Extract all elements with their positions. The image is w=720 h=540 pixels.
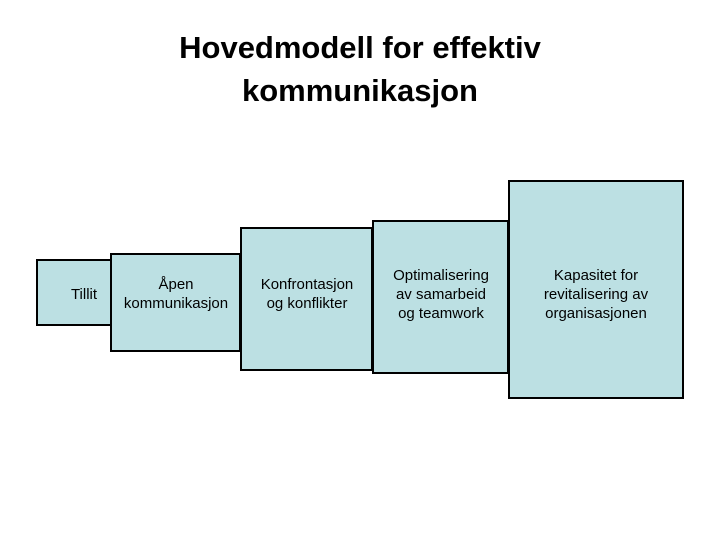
staircase-step-4-line-1: Optimalisering	[393, 266, 489, 284]
staircase-step-4[interactable]	[372, 220, 509, 374]
staircase-step-3-line-1: Konfrontasjon	[260, 276, 354, 293]
staircase-step-3-line-2: og konflikter	[266, 295, 348, 312]
staircase-step-1-label: Tillit	[0, 285, 194, 304]
staircase-step-5[interactable]	[508, 180, 684, 399]
staircase-step-2-label: Åpen kommunikasjon	[66, 275, 286, 313]
staircase-step-5-line-2: revitalisering av	[543, 285, 649, 303]
page-title: Hovedmodell for effektiv kommunikasjon	[179, 30, 541, 108]
staircase-step-2-line-1: Åpen	[158, 276, 194, 293]
staircase-step-3-label: Konfrontasjon og konflikter	[197, 275, 417, 313]
staircase-step-1-line-1: Tillit	[70, 285, 98, 303]
staircase-step-2-line-2: kommunikasjon	[123, 295, 229, 312]
staircase-step-5-line-3: organisasjonen	[545, 304, 647, 322]
staircase-step-4-line-2: av samarbeid	[395, 285, 487, 303]
staircase-step-4-line-3: og teamwork	[398, 304, 484, 322]
staircase-step-5-line-1: Kapasitet for	[553, 266, 639, 284]
